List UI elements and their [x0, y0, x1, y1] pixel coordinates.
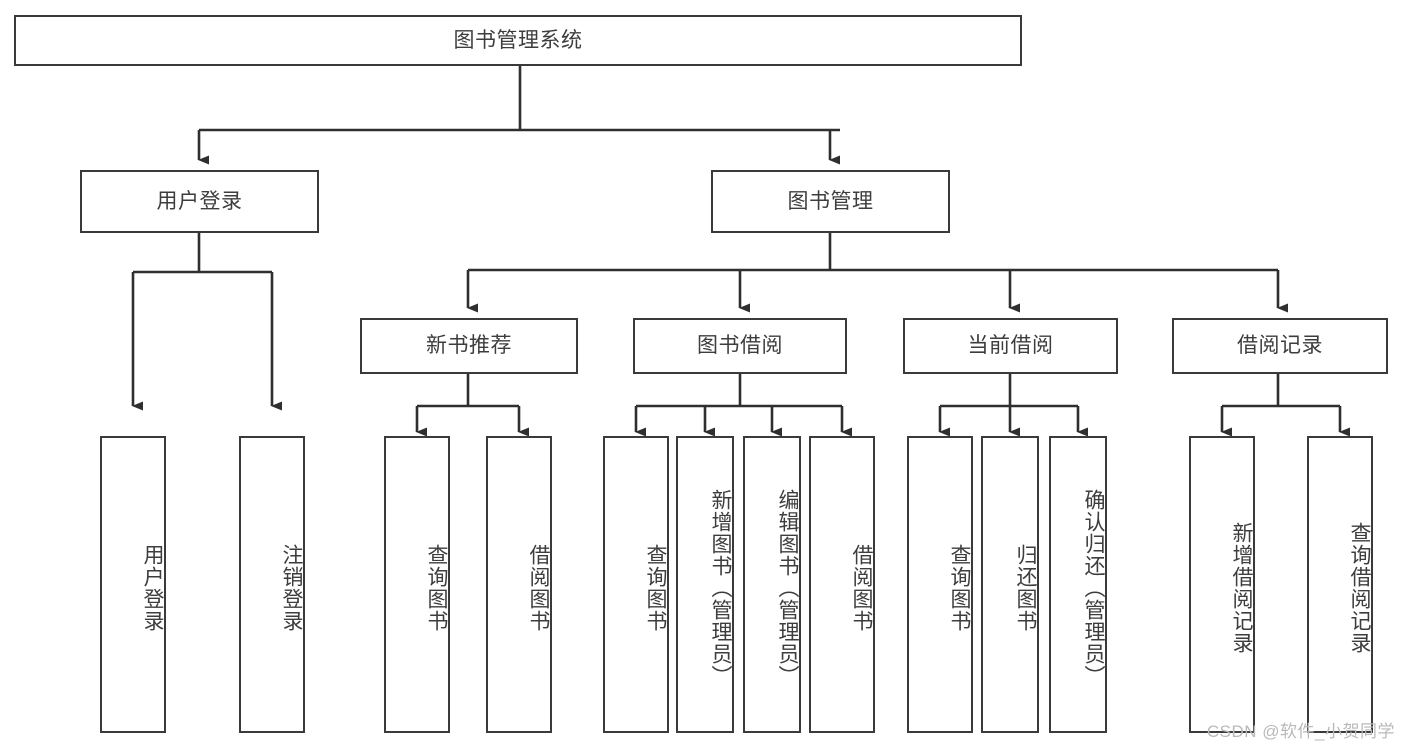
node-current-borrow[interactable]: 当前借阅 [903, 318, 1118, 374]
leaf-borrow-add-book[interactable]: 新增图书（管理员） [676, 436, 734, 733]
leaf-label: 查询图书 [644, 543, 667, 632]
leaf-label: 注销登录 [280, 543, 303, 632]
leaf-label: 编辑图书（管理员） [776, 488, 799, 687]
leaf-label: 新增借阅记录 [1230, 521, 1253, 654]
leaf-current-query-book[interactable]: 查询图书 [907, 436, 973, 733]
leaf-label: 查询图书 [948, 543, 971, 632]
node-new-book-recommend-label: 新书推荐 [426, 334, 512, 358]
leaf-user-login-logout[interactable]: 注销登录 [239, 436, 305, 733]
leaf-borrow-query-book[interactable]: 查询图书 [603, 436, 669, 733]
leaf-label: 借阅图书 [527, 543, 550, 632]
leaf-borrow-edit-book[interactable]: 编辑图书（管理员） [743, 436, 801, 733]
leaf-current-confirm-return[interactable]: 确认归还（管理员） [1049, 436, 1107, 733]
node-book-management[interactable]: 图书管理 [711, 170, 950, 233]
leaf-current-return-book[interactable]: 归还图书 [981, 436, 1039, 733]
leaf-user-login-login[interactable]: 用户登录 [100, 436, 166, 733]
node-borrow-record-label: 借阅记录 [1237, 334, 1323, 358]
leaf-label: 查询图书 [425, 543, 448, 632]
node-root[interactable]: 图书管理系统 [14, 15, 1022, 66]
leaf-label: 借阅图书 [850, 543, 873, 632]
leaf-label: 用户登录 [141, 543, 164, 632]
leaf-label: 确认归还（管理员） [1082, 488, 1105, 687]
leaf-label: 查询借阅记录 [1348, 521, 1371, 654]
node-borrow-record[interactable]: 借阅记录 [1172, 318, 1388, 374]
node-user-login-label: 用户登录 [156, 189, 243, 213]
leaf-new-book-query[interactable]: 查询图书 [384, 436, 450, 733]
node-current-borrow-label: 当前借阅 [967, 334, 1054, 358]
leaf-new-book-borrow[interactable]: 借阅图书 [486, 436, 552, 733]
leaf-record-add[interactable]: 新增借阅记录 [1189, 436, 1255, 733]
node-new-book-recommend[interactable]: 新书推荐 [360, 318, 578, 374]
watermark: CSDN @软件_小贺同学 [1206, 722, 1395, 741]
node-book-management-label: 图书管理 [787, 189, 874, 213]
node-book-borrow-label: 图书借阅 [697, 334, 783, 358]
leaf-label: 归还图书 [1014, 543, 1037, 632]
leaf-borrow-borrow-book[interactable]: 借阅图书 [809, 436, 875, 733]
node-user-login[interactable]: 用户登录 [80, 170, 319, 233]
node-book-borrow[interactable]: 图书借阅 [633, 318, 847, 374]
node-root-label: 图书管理系统 [453, 28, 583, 52]
leaf-label: 新增图书（管理员） [709, 488, 732, 687]
leaf-record-query[interactable]: 查询借阅记录 [1307, 436, 1373, 733]
